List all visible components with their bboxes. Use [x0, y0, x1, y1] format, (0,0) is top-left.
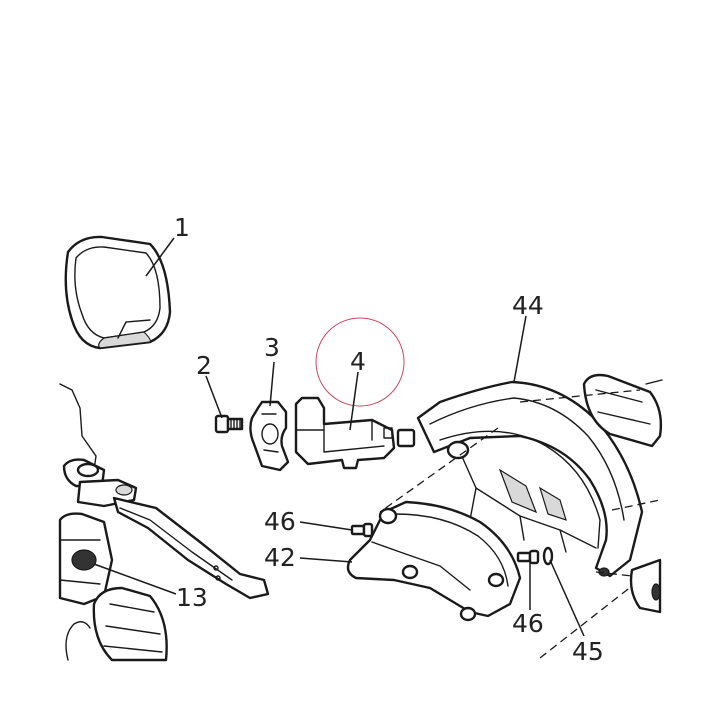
- part-2-screw: [214, 414, 244, 434]
- part-44-upper-shell: [416, 380, 644, 578]
- highlight-circle: [315, 317, 405, 407]
- callout-4: 4: [350, 347, 366, 376]
- part-42-lower-cover: [346, 500, 522, 622]
- callout-13: 13: [176, 583, 208, 612]
- callout-45: 45: [572, 637, 604, 666]
- lever-and-master-cylinder: [59, 383, 270, 600]
- part-46-screw-upper: [350, 522, 374, 538]
- leader-lines: [93, 237, 585, 637]
- right-cover-piece: [582, 373, 663, 448]
- left-grip: [65, 586, 168, 662]
- assembly-lines: [379, 389, 661, 659]
- callout-44: 44: [512, 291, 544, 320]
- left-switchgear: [58, 512, 114, 606]
- callout-46-upper: 46: [264, 507, 296, 536]
- part-46-screw-lower: [516, 549, 540, 565]
- part-1-mirror-cover: [64, 235, 172, 350]
- part-3-clamp: [249, 400, 290, 472]
- callout-1: 1: [174, 213, 190, 242]
- part-4-switch-housing: [294, 396, 416, 470]
- callout-42: 42: [264, 543, 296, 572]
- right-grip-end: [629, 558, 662, 614]
- callout-2: 2: [196, 351, 212, 380]
- callout-labels: 1 2 3 4 44 46 42 13 46 45: [174, 213, 604, 666]
- callout-3: 3: [264, 333, 280, 362]
- callout-46-lower: 46: [512, 609, 544, 638]
